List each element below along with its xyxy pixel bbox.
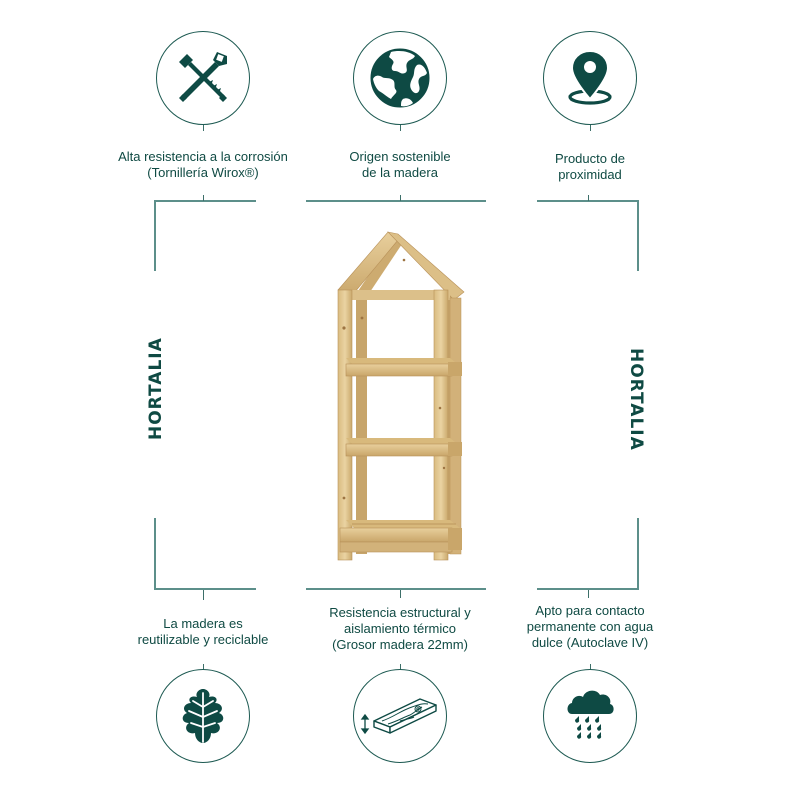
product-image-wooden-shelf [337,231,465,561]
bracket-top-right [537,200,639,202]
tick-bottom-3 [590,664,591,670]
oak-leaf-icon [182,689,224,743]
rain-cloud-icon [567,690,614,739]
bracket-top-left-drop [154,200,156,271]
feature-circle-structural [353,669,447,763]
label-line: de la madera [362,165,438,180]
label-line: Apto para contacto [535,603,645,618]
tick-bracket-bottom-2 [400,590,401,598]
tick-bottom-1 [203,664,204,670]
bracket-bottom-center [306,588,486,590]
globe-icon [370,48,430,108]
brand-logo-right: HORTALIA [626,348,646,451]
tick-top-2 [400,125,401,131]
bracket-top-left [154,200,256,202]
feature-circle-origin [353,31,447,125]
crossed-screws-icon [179,52,227,102]
feature-circle-corrosion [156,31,250,125]
wood-plank-thickness-icon [360,698,437,735]
bracket-top-right-drop [637,200,639,271]
bracket-bottom-right-rise [637,518,639,589]
bracket-bottom-left [154,588,256,590]
label-line: dulce (Autoclave IV) [531,635,649,650]
tick-bottom-2 [400,664,401,670]
label-line: permanente con agua [526,619,654,634]
label-line: proximidad [558,167,622,182]
feature-label-proximity: Producto de proximidad [470,151,710,183]
feature-label-origin: Origen sostenible de la madera [280,149,520,181]
feature-circle-recyclable [156,669,250,763]
tick-bracket-bottom-3 [588,590,589,598]
brand-logo-left: HORTALIA [146,337,166,440]
tick-bracket-top-2 [400,195,401,201]
tick-bracket-bottom-1 [203,590,204,600]
label-line: aislamiento térmico [344,621,456,636]
label-line: Origen sostenible [349,149,451,164]
label-line: (Tornillería Wirox®) [147,165,259,180]
label-line: reutilizable y reciclable [137,632,269,647]
bracket-top-center [306,200,486,202]
bracket-bottom-left-rise [154,518,156,589]
feature-label-water: Apto para contacto permanente con agua d… [470,603,710,651]
tick-bracket-top-3 [588,195,589,201]
feature-circle-proximity [543,31,637,125]
bracket-bottom-right [537,588,639,590]
tick-bracket-top-1 [203,195,204,201]
location-pin-icon [568,49,612,105]
tick-top-1 [203,125,204,131]
label-line: (Grosor madera 22mm) [332,637,468,652]
feature-label-structural: Resistencia estructural y aislamiento té… [280,605,520,653]
feature-circle-water [543,669,637,763]
feature-label-recyclable: La madera es reutilizable y reciclable [83,616,323,648]
label-line: Producto de [554,151,626,166]
feature-label-corrosion: Alta resistencia a la corrosión (Tornill… [83,149,323,181]
label-line: La madera es [163,616,243,631]
label-line: Resistencia estructural y [329,605,471,620]
tick-top-3 [590,125,591,131]
label-line: Alta resistencia a la corrosión [118,149,288,164]
